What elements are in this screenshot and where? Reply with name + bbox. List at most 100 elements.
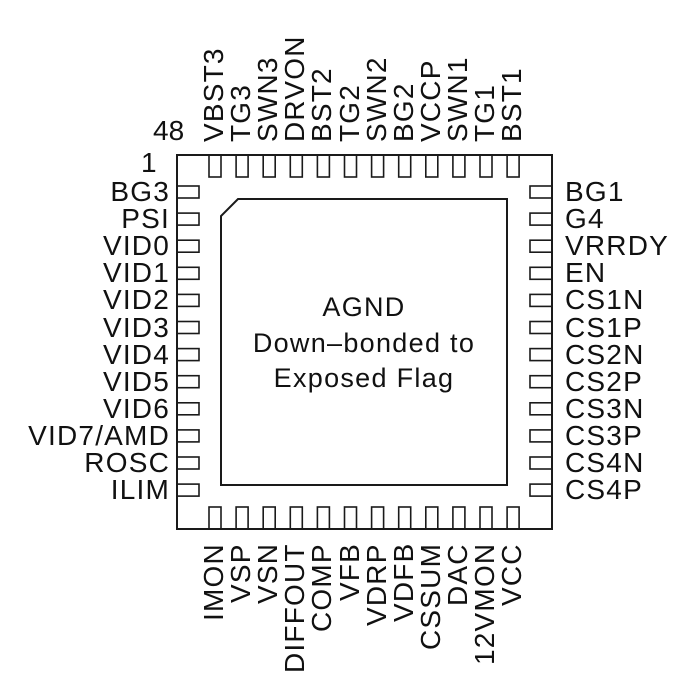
pin-label-left: VID0 bbox=[102, 230, 170, 262]
pin-label-right: CS4P bbox=[565, 474, 643, 506]
pin-label-bottom: CSSUM bbox=[414, 542, 446, 650]
pin-label-bottom: VDFB bbox=[387, 542, 419, 622]
exposed-pad-label-line-1: AGND bbox=[322, 292, 406, 322]
pin-label-top: SWN2 bbox=[360, 56, 392, 142]
pin-pad-left bbox=[176, 212, 200, 226]
pin-label-left: VID5 bbox=[102, 365, 170, 397]
pin-label-top: SWN3 bbox=[252, 56, 284, 142]
pin-pad-top bbox=[370, 154, 385, 178]
exposed-pad-label-line-3: Exposed Flag bbox=[273, 363, 455, 393]
pin-1-marker: 1 bbox=[141, 147, 157, 178]
pin-pad-top bbox=[316, 154, 331, 178]
pin-pad-right bbox=[529, 456, 553, 470]
pin-pad-bottom bbox=[262, 506, 277, 530]
pin-pad-bottom bbox=[397, 506, 412, 530]
pin-label-bottom: 12VMON bbox=[469, 542, 500, 665]
pin-pad-left bbox=[176, 401, 200, 416]
pin-label-top: TG3 bbox=[225, 83, 257, 142]
pin-pad-bottom bbox=[479, 506, 493, 530]
pin-pad-right bbox=[529, 320, 553, 335]
pin-label-right: CS3P bbox=[565, 419, 643, 451]
pin-label-left: VID3 bbox=[102, 311, 170, 343]
pin-pad-right bbox=[529, 293, 553, 308]
pin-label-top: TG2 bbox=[333, 83, 365, 142]
package-body bbox=[176, 154, 553, 530]
pin-pad-bottom bbox=[235, 506, 249, 530]
pin-label-bottom: IMON bbox=[198, 543, 229, 621]
pin-label-left: VID1 bbox=[102, 257, 170, 289]
pin-pad-right bbox=[529, 185, 553, 199]
pin-pad-right bbox=[529, 212, 553, 226]
pin-pad-right bbox=[529, 401, 553, 416]
pin-pad-left bbox=[176, 456, 200, 470]
pin-label-left: VID7/AMD bbox=[28, 419, 170, 451]
pin-label-top: BG2 bbox=[387, 82, 419, 142]
pin-pad-right bbox=[529, 429, 553, 443]
pin-label-left: VID2 bbox=[102, 284, 170, 316]
pin-pad-left bbox=[176, 483, 200, 497]
pin-pad-right bbox=[529, 374, 553, 389]
pin-pad-left bbox=[176, 185, 200, 199]
pin-label-bottom: VCC bbox=[496, 543, 528, 606]
pin-label-bottom: VFB bbox=[333, 542, 365, 601]
pin-label-bottom: DAC bbox=[441, 543, 473, 606]
pin-pad-top bbox=[289, 154, 304, 178]
pin-pad-bottom bbox=[506, 506, 520, 530]
pin-label-left: VID6 bbox=[102, 392, 170, 424]
pin-label-bottom: VDRP bbox=[360, 543, 392, 626]
pin-pad-bottom bbox=[370, 506, 385, 530]
pin-pad-top bbox=[424, 154, 439, 178]
pin-pad-top bbox=[235, 154, 249, 178]
pin-pads bbox=[176, 154, 553, 530]
pin-pad-left bbox=[176, 266, 200, 281]
pin-pad-bottom bbox=[316, 506, 331, 530]
pin-label-left: ROSC bbox=[84, 447, 170, 478]
pin-pad-left bbox=[176, 320, 200, 335]
pin-label-top: VCCP bbox=[414, 59, 446, 142]
pin-label-top: VBST3 bbox=[198, 47, 229, 142]
pin-pad-top bbox=[343, 154, 358, 178]
pin-label-bottom: VSN bbox=[252, 542, 284, 604]
pin-label-left: BG3 bbox=[110, 176, 170, 207]
pin-pad-right bbox=[529, 483, 553, 497]
pin-pad-top bbox=[262, 154, 277, 178]
pin-label-right: CS3N bbox=[565, 392, 645, 424]
pin-pad-bottom bbox=[452, 506, 466, 530]
pin-pad-top bbox=[506, 154, 520, 178]
pin-label-right: G4 bbox=[565, 203, 605, 235]
pin-48-marker: 48 bbox=[153, 115, 185, 146]
pin-pad-bottom bbox=[289, 506, 304, 530]
pin-pad-top bbox=[479, 154, 493, 178]
pin-label-right: VRRDY bbox=[565, 230, 670, 262]
pin-pad-right bbox=[529, 347, 553, 362]
pin-pad-left bbox=[176, 429, 200, 443]
pin-label-left: PSI bbox=[121, 203, 170, 235]
pin-pad-right bbox=[529, 239, 553, 253]
pin-pad-top bbox=[452, 154, 466, 178]
pin-label-right: CS4N bbox=[565, 447, 645, 478]
pin-label-right: EN bbox=[565, 257, 607, 289]
pin-label-right: CS1P bbox=[565, 311, 643, 343]
pin-pad-left bbox=[176, 293, 200, 308]
pin-pad-top bbox=[397, 154, 412, 178]
pin-label-top: SWN1 bbox=[441, 56, 473, 142]
pin-pad-bottom bbox=[343, 506, 358, 530]
exposed-pad-label-line-2: Down–bonded to bbox=[252, 327, 476, 358]
pin-pad-left bbox=[176, 374, 200, 389]
pin-pad-right bbox=[529, 266, 553, 281]
pin-label-left: VID4 bbox=[102, 338, 170, 370]
pin-label-right: CS2N bbox=[565, 338, 645, 370]
pin-label-left: ILIM bbox=[110, 474, 170, 506]
pin-label-right: CS2P bbox=[565, 365, 643, 397]
pin-label-bottom: VSP bbox=[225, 543, 257, 603]
pin-label-bottom: COMP bbox=[306, 543, 338, 632]
pin-pad-left bbox=[176, 347, 200, 362]
pin-label-right: CS1N bbox=[565, 284, 645, 316]
pin-label-top: TG1 bbox=[469, 83, 500, 142]
pin-pad-left bbox=[176, 239, 200, 253]
exposed-pad bbox=[220, 198, 508, 486]
pin-pad-bottom bbox=[424, 506, 439, 530]
pin-label-right: BG1 bbox=[565, 176, 625, 207]
pin-pad-bottom bbox=[208, 506, 222, 530]
